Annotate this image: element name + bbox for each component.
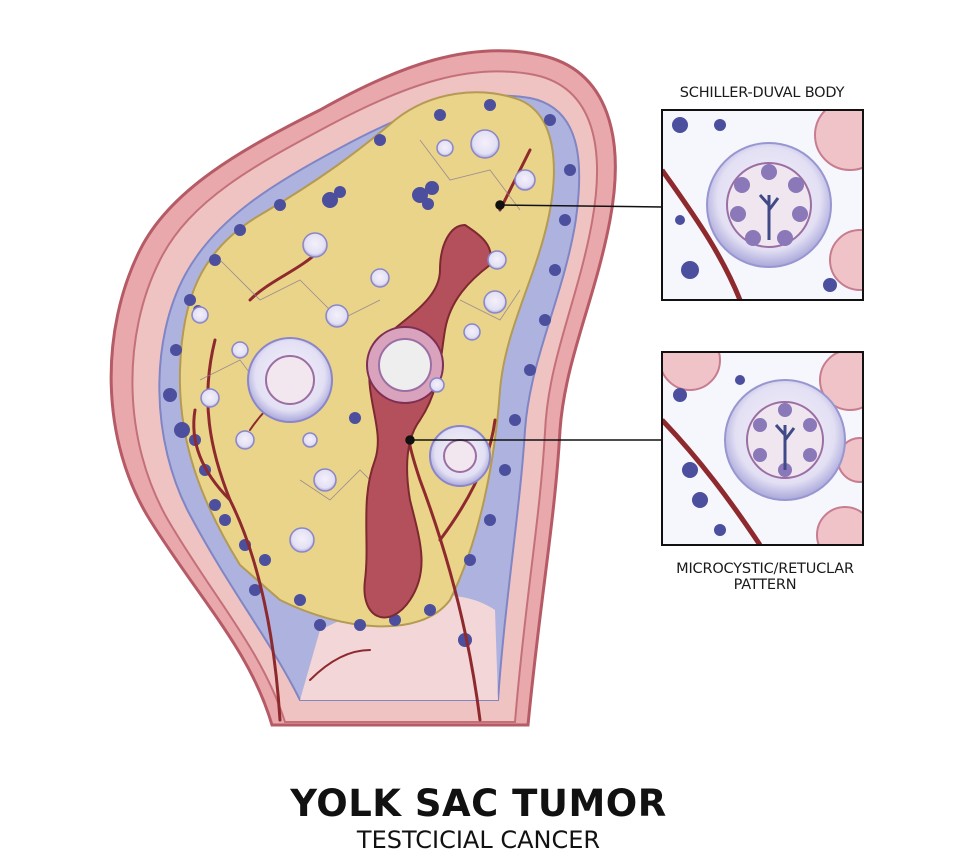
callout-label-schiller-duval: SCHILLER-DUVAL BODY: [679, 85, 845, 101]
diagram-title: YOLK SAC TUMOR: [290, 782, 667, 825]
callout-label-line2: PATTERN: [733, 577, 797, 593]
callout-leader-lines: [405, 200, 663, 445]
inset-schiller-duval-body: [661, 109, 864, 301]
capillary-network: [199, 139, 521, 501]
callout-label-microcystic: MICROCYSTIC/RETUCLAR PATTERN: [650, 561, 880, 593]
inset-microcystic-pattern: [661, 351, 864, 546]
diagram-subtitle: TESTCICIAL CANCER: [356, 826, 601, 854]
schiller-duval-bodies: [247, 326, 491, 487]
callout-label-line1: MICROCYSTIC/RETUCLAR: [676, 561, 854, 577]
small-cysts: [191, 129, 536, 553]
